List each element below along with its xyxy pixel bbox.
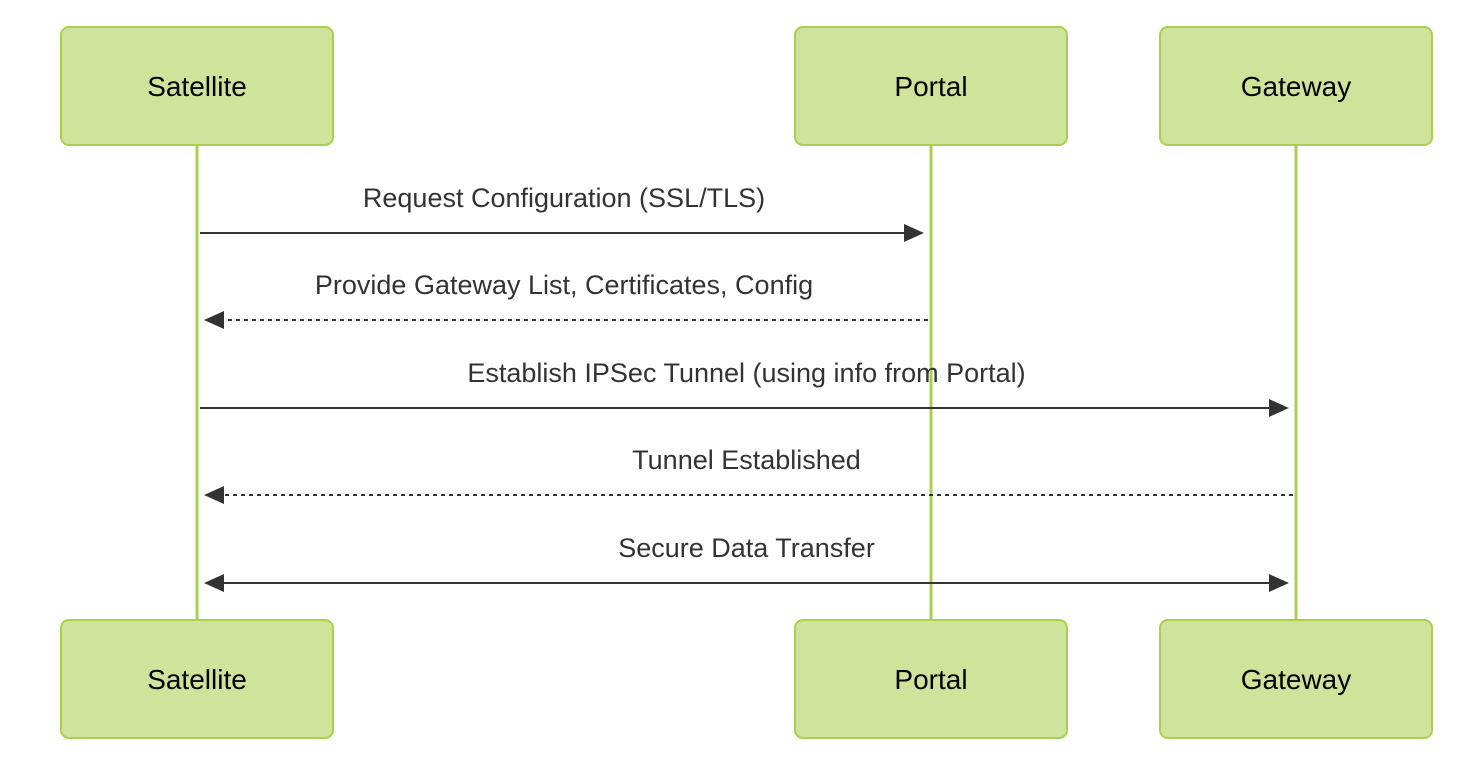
participant-box	[1159, 619, 1433, 739]
message-5: Secure Data Transfer	[204, 533, 1289, 592]
participants: SatelliteSatellitePortalPortalGatewayGat…	[60, 26, 1433, 739]
participant-box	[794, 619, 1068, 739]
participant-box	[60, 619, 334, 739]
participant-satellite-top: Satellite	[60, 26, 334, 146]
message-label: Provide Gateway List, Certificates, Conf…	[315, 270, 813, 300]
arrowhead	[1269, 399, 1289, 417]
message-label: Tunnel Established	[632, 445, 861, 475]
participant-label: Satellite	[147, 664, 247, 695]
message-2: Provide Gateway List, Certificates, Conf…	[204, 270, 928, 329]
participant-label: Gateway	[1241, 664, 1352, 695]
arrowhead	[204, 311, 224, 329]
participant-label: Gateway	[1241, 71, 1352, 102]
participant-gateway-bottom: Gateway	[1159, 619, 1433, 739]
participant-gateway-top: Gateway	[1159, 26, 1433, 146]
arrowhead	[904, 224, 924, 242]
lifelines	[195, 145, 1298, 620]
arrowhead	[204, 486, 224, 504]
participant-satellite-bottom: Satellite	[60, 619, 334, 739]
participant-label: Portal	[894, 71, 967, 102]
participant-box	[1159, 26, 1433, 146]
message-label: Request Configuration (SSL/TLS)	[363, 183, 765, 213]
message-label: Secure Data Transfer	[618, 533, 875, 563]
participant-box	[794, 26, 1068, 146]
message-3: Establish IPSec Tunnel (using info from …	[200, 358, 1289, 417]
participant-label: Portal	[894, 664, 967, 695]
participant-portal-top: Portal	[794, 26, 1068, 146]
participant-portal-bottom: Portal	[794, 619, 1068, 739]
arrowhead	[204, 574, 224, 592]
message-label: Establish IPSec Tunnel (using info from …	[467, 358, 1025, 388]
messages: Request Configuration (SSL/TLS) Provide G…	[200, 183, 1293, 592]
arrowhead	[1269, 574, 1289, 592]
participant-box	[60, 26, 334, 146]
participant-label: Satellite	[147, 71, 247, 102]
message-1: Request Configuration (SSL/TLS)	[200, 183, 924, 242]
message-4: Tunnel Established	[204, 445, 1293, 504]
